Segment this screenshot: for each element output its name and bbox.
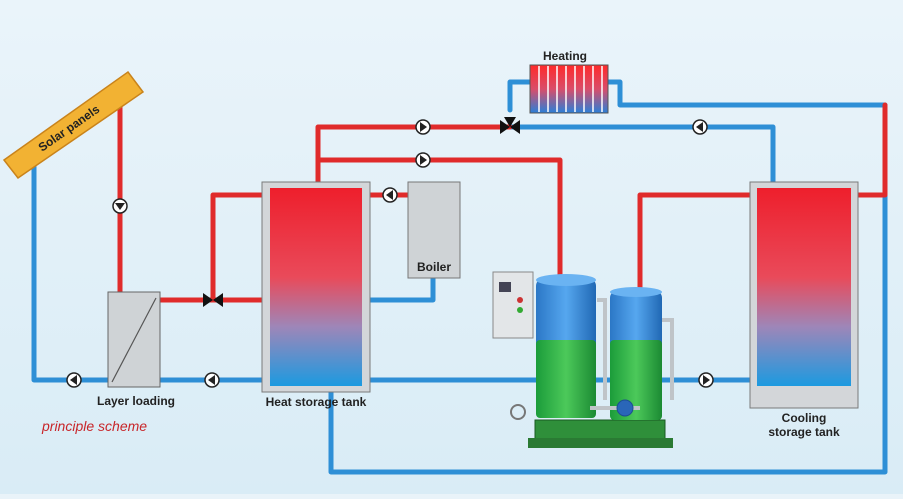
pump-icon [112, 198, 128, 214]
cooling-label-line2: storage tank [768, 425, 840, 439]
cooling-storage-tank: Cooling storage tank [749, 181, 859, 439]
pump-icon [66, 372, 82, 388]
heat-storage-tank: Heat storage tank [261, 181, 371, 409]
pump-icon [698, 372, 714, 388]
valves [203, 117, 520, 307]
pump-icon [204, 372, 220, 388]
solar-panel: Solar panels [2, 70, 145, 180]
pump-icon [415, 152, 431, 168]
chiller-machine-image [492, 271, 674, 448]
solar-panels-label: Solar panels [36, 102, 103, 155]
boiler: Boiler [407, 181, 461, 279]
heating-radiator: Heating [529, 49, 609, 114]
layer-loading-unit: Layer loading [97, 291, 175, 408]
heat-storage-tank-label: Heat storage tank [266, 395, 367, 409]
pump-icon [692, 119, 708, 135]
boiler-label: Boiler [417, 260, 451, 274]
heating-label: Heating [543, 49, 587, 63]
pumps [66, 119, 714, 388]
cooling-label-line1: Cooling [782, 411, 827, 425]
three-way-valve-icon [500, 117, 520, 134]
layer-loading-label: Layer loading [97, 394, 175, 408]
pump-icon [382, 187, 398, 203]
cold-pipes [31, 79, 888, 475]
principle-scheme-caption: principle scheme [41, 418, 147, 434]
three-way-valve-icon [203, 293, 223, 307]
pump-icon [415, 119, 431, 135]
